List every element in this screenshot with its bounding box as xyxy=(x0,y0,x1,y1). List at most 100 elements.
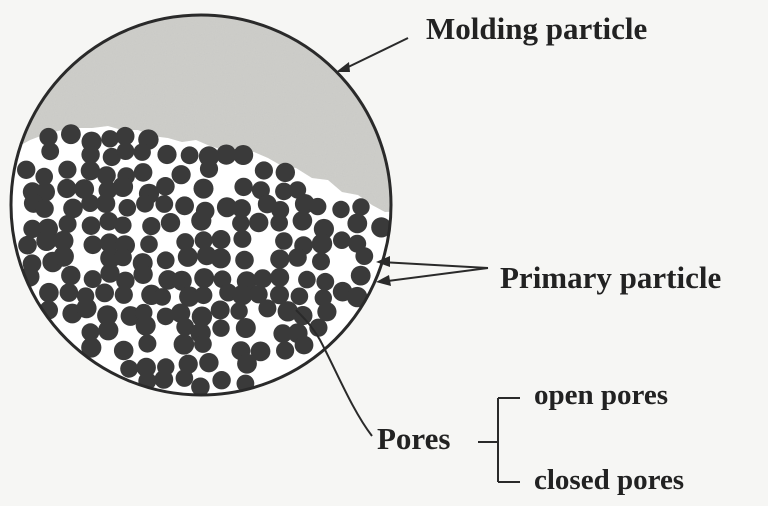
primary-particle xyxy=(199,353,218,372)
primary-particle xyxy=(175,196,194,215)
primary-particle xyxy=(76,298,96,318)
primary-particle xyxy=(172,165,191,184)
primary-particle xyxy=(191,378,210,397)
primary-particle xyxy=(81,161,100,180)
primary-particle xyxy=(212,230,231,249)
primary-particle xyxy=(351,266,371,286)
primary-particle xyxy=(98,320,118,340)
primary-particle xyxy=(194,268,214,288)
primary-particle xyxy=(355,247,373,265)
primary-particle xyxy=(82,216,101,235)
primary-particle xyxy=(153,288,171,306)
primary-particle xyxy=(117,142,135,160)
molding-particle-label: Molding particle xyxy=(426,13,647,44)
primary-particle xyxy=(154,370,173,389)
primary-particle xyxy=(113,177,133,197)
primary-particle xyxy=(233,145,253,165)
primary-particle xyxy=(18,236,37,255)
primary-particle xyxy=(332,201,349,218)
primary-particle xyxy=(295,336,314,355)
primary-particle xyxy=(212,320,229,337)
primary-particle xyxy=(233,230,251,248)
primary-particle xyxy=(232,215,249,232)
primary-particle xyxy=(136,316,156,336)
molding-arrowhead xyxy=(336,62,350,72)
primary-particle xyxy=(157,145,176,164)
primary-particle xyxy=(114,249,132,267)
primary-particle xyxy=(236,318,256,338)
primary-particle xyxy=(41,142,59,160)
primary-particle xyxy=(258,299,276,317)
primary-particle xyxy=(194,335,212,353)
primary-particle xyxy=(200,160,218,178)
primary-particle xyxy=(114,217,131,234)
primary-particle xyxy=(133,265,152,284)
primary-particle xyxy=(234,178,252,196)
primary-particle xyxy=(276,341,294,359)
primary-particle xyxy=(155,195,173,213)
pores-bracket xyxy=(478,398,520,482)
primary-particle xyxy=(58,161,76,179)
primary-particle xyxy=(134,144,151,161)
primary-particle xyxy=(298,271,316,289)
primary-leader-line-2 xyxy=(380,268,488,282)
molding-leader-line xyxy=(342,38,408,70)
primary-particle xyxy=(317,302,336,321)
primary-particle xyxy=(293,211,313,231)
primary-particle xyxy=(114,341,134,361)
primary-particle xyxy=(212,371,230,389)
primary-particle xyxy=(39,283,59,303)
primary-particle xyxy=(60,283,79,302)
primary-particle xyxy=(312,234,332,254)
primary-particle xyxy=(309,198,326,215)
primary-particle xyxy=(191,211,211,231)
primary-particle xyxy=(276,163,295,182)
primary-particle xyxy=(237,354,257,374)
primary-particle xyxy=(293,306,312,325)
primary-particle xyxy=(181,146,199,164)
primary-particle xyxy=(232,285,252,305)
primary-particle-label: Primary particle xyxy=(500,262,721,293)
primary-particle xyxy=(95,284,114,303)
primary-particle xyxy=(235,251,254,270)
primary-particle xyxy=(101,130,118,147)
primary-particle xyxy=(142,217,160,235)
primary-particle xyxy=(211,301,230,320)
primary-particle xyxy=(115,286,133,304)
primary-particle xyxy=(57,179,76,198)
primary-particle xyxy=(291,288,309,306)
primary-particle xyxy=(120,360,138,378)
primary-particle xyxy=(288,248,307,267)
primary-particle xyxy=(178,247,198,267)
open-pores-label: open pores xyxy=(534,381,668,410)
primary-particle xyxy=(270,250,289,269)
primary-particle xyxy=(59,215,77,233)
primary-particle xyxy=(140,235,158,253)
primary-particle xyxy=(84,236,103,255)
primary-particle xyxy=(136,195,154,213)
primary-particle xyxy=(347,214,367,234)
primary-particle xyxy=(253,269,272,288)
primary-particle xyxy=(156,177,175,196)
primary-particle xyxy=(61,266,80,285)
primary-particle xyxy=(61,124,81,144)
pores-label: Pores xyxy=(377,423,450,454)
primary-particle xyxy=(255,161,273,179)
primary-particle xyxy=(194,179,214,199)
primary-particle xyxy=(249,213,268,232)
primary-leader-line-1 xyxy=(380,262,488,268)
primary-particle xyxy=(96,194,115,213)
primary-particle xyxy=(157,251,175,269)
primary-particle xyxy=(134,163,153,182)
primary-particle xyxy=(270,214,288,232)
primary-particle xyxy=(316,273,334,291)
primary-particle xyxy=(35,200,53,218)
primary-particle xyxy=(270,268,289,287)
primary-particle xyxy=(161,213,180,232)
primary-particle xyxy=(312,252,330,270)
primary-particle xyxy=(176,369,194,387)
primary-particle xyxy=(17,161,35,179)
primary-particle xyxy=(352,198,369,215)
primary-particle xyxy=(211,248,231,268)
primary-particle xyxy=(174,334,195,355)
